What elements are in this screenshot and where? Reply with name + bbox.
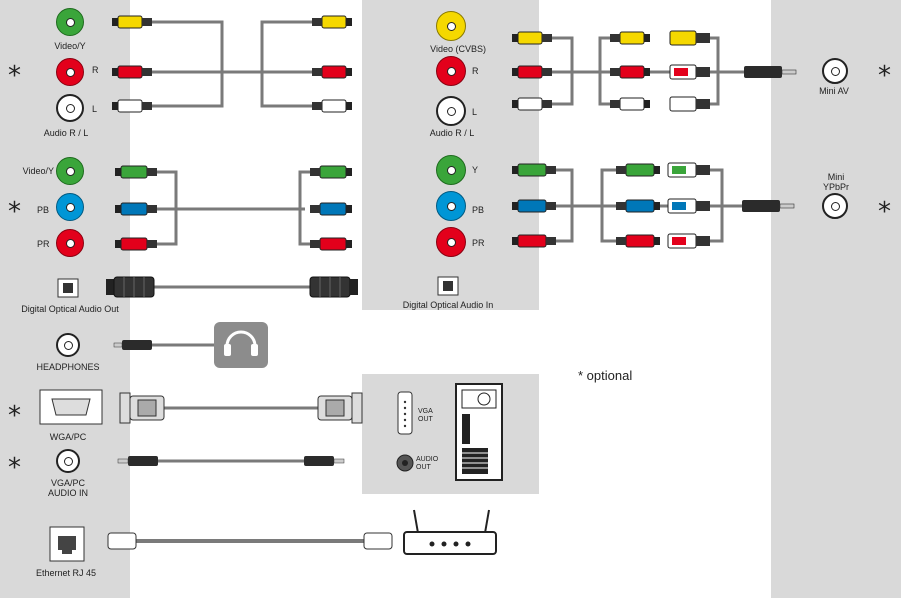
rca-plug-yellow-left xyxy=(112,15,152,29)
rca-plug-red-adapter xyxy=(616,234,660,248)
jack-audio-r xyxy=(56,58,84,86)
optional-star-pc-audio: * xyxy=(8,453,21,483)
optical-port-icon xyxy=(57,278,79,298)
optical-port-icon-device xyxy=(437,276,459,296)
vga-port-icon-tv xyxy=(39,389,103,425)
label-dev-r: R xyxy=(472,66,479,76)
rca-plug-red2-left xyxy=(115,237,157,251)
rca-plug-green-dev xyxy=(512,163,556,177)
label-comp-video-y: Video/Y xyxy=(22,166,54,176)
rca-socket-white-adapter xyxy=(669,96,710,112)
rca-plug-white-left xyxy=(112,99,152,113)
label-vga-pc: WGA/PC xyxy=(49,432,87,442)
rca-plug-green-left xyxy=(115,165,157,179)
rca-plug-white-adapter-a xyxy=(610,97,650,111)
jack-dev-video xyxy=(436,11,466,41)
rca-plug-red-mid xyxy=(312,65,352,79)
rca-plug-red-dev2 xyxy=(512,234,556,248)
rca-plug-yellow-mid xyxy=(312,15,352,29)
optional-star-vga: * xyxy=(8,401,21,431)
headphones-icon xyxy=(214,322,268,368)
jack-dev-pr xyxy=(436,227,466,257)
label-optical-out: Digital Optical Audio Out xyxy=(21,304,119,314)
jack-headphones xyxy=(56,333,80,357)
pc-audio-cable xyxy=(117,456,345,466)
rca-plug-white-dev xyxy=(512,97,552,111)
label-ethernet: Ethernet RJ 45 xyxy=(35,568,97,578)
label-dev-pb: PB xyxy=(472,205,485,215)
optional-star-mini-av: * xyxy=(878,61,891,91)
mini-av-plug xyxy=(744,66,797,78)
jack-dev-l xyxy=(436,96,466,126)
component-cable-tv-side xyxy=(155,170,312,246)
label-video-y: Video/Y xyxy=(54,41,86,51)
ethernet-cable xyxy=(107,532,393,550)
label-dev-pr: PR xyxy=(472,238,485,248)
label-headphones: HEADPHONES xyxy=(36,362,100,372)
rca-plug-blue-left xyxy=(115,202,157,216)
jack-dev-y xyxy=(436,155,466,185)
composite-cable-tv-side xyxy=(150,20,320,108)
label-r: R xyxy=(92,65,99,75)
rca-plug-red-dev xyxy=(512,65,552,79)
label-audio-rl: Audio R / L xyxy=(43,128,89,138)
jack-comp-pb xyxy=(56,193,84,221)
mini-ypbpr-plug xyxy=(742,200,795,212)
ethernet-port-icon xyxy=(49,526,85,562)
label-vga-out: VGA OUT xyxy=(418,408,433,423)
rca-socket-blue-adapter xyxy=(667,198,710,214)
optional-star-av: * xyxy=(8,61,21,91)
label-dev-l: L xyxy=(472,107,478,117)
rca-plug-white-mid xyxy=(312,99,352,113)
computer-tower-icon xyxy=(455,383,503,481)
jack-comp-pr xyxy=(56,229,84,257)
headphone-cable xyxy=(113,340,214,350)
label-video-cvbs: Video (CVBS) xyxy=(430,44,486,54)
rca-plug-red-left xyxy=(112,65,152,79)
router-icon xyxy=(403,509,497,555)
label-mini-ypbpr: Mini YPbPr xyxy=(822,172,850,192)
rca-socket-red-adapter2 xyxy=(667,233,710,249)
rca-socket-green-adapter xyxy=(667,162,710,178)
rca-socket-red-adapter xyxy=(669,64,710,80)
rca-plug-green-mid xyxy=(310,165,352,179)
vga-cable xyxy=(119,392,363,424)
label-dev-audio-rl: Audio R / L xyxy=(429,128,475,138)
label-optical-in: Digital Optical Audio In xyxy=(402,300,494,310)
rca-plug-green-adapter xyxy=(616,163,660,177)
jack-video-y xyxy=(56,8,84,36)
vga-port-icon xyxy=(397,391,413,435)
rca-plug-blue-dev xyxy=(512,199,556,213)
label-pr: PR xyxy=(37,239,50,249)
label-dev-y: Y xyxy=(472,165,479,175)
optical-cable xyxy=(106,276,358,298)
optional-star-mini-ypbpr: * xyxy=(878,197,891,227)
audio-out-port-icon xyxy=(396,454,414,472)
rca-plug-red-adapter-a xyxy=(610,65,650,79)
tv-panel-right xyxy=(771,0,901,598)
rca-socket-yellow-adapter xyxy=(669,30,710,46)
footnote-optional: * optional xyxy=(578,368,633,383)
jack-pc-audio xyxy=(56,449,80,473)
jack-dev-pb xyxy=(436,191,466,221)
jack-mini-av xyxy=(822,58,848,84)
label-l: L xyxy=(92,104,98,114)
rca-plug-red2-mid xyxy=(310,237,352,251)
jack-audio-l xyxy=(56,94,84,122)
jack-mini-ypbpr xyxy=(822,193,848,219)
jack-dev-r xyxy=(436,56,466,86)
rca-plug-blue-adapter xyxy=(616,199,660,213)
label-pb: PB xyxy=(37,205,50,215)
optional-star-comp: * xyxy=(8,197,21,227)
rca-plug-blue-mid xyxy=(310,202,352,216)
rca-plug-yellow-adapter-a xyxy=(610,31,650,45)
device-panel-pc xyxy=(362,374,539,494)
rca-plug-yellow-dev xyxy=(512,31,552,45)
label-audio-out: AUDIO OUT xyxy=(416,456,439,471)
label-vga-pc-audio: VGA/PC AUDIO IN xyxy=(47,478,89,498)
composite-cable-device-side xyxy=(552,36,766,106)
jack-comp-y xyxy=(56,157,84,185)
label-mini-av: Mini AV xyxy=(819,86,849,96)
